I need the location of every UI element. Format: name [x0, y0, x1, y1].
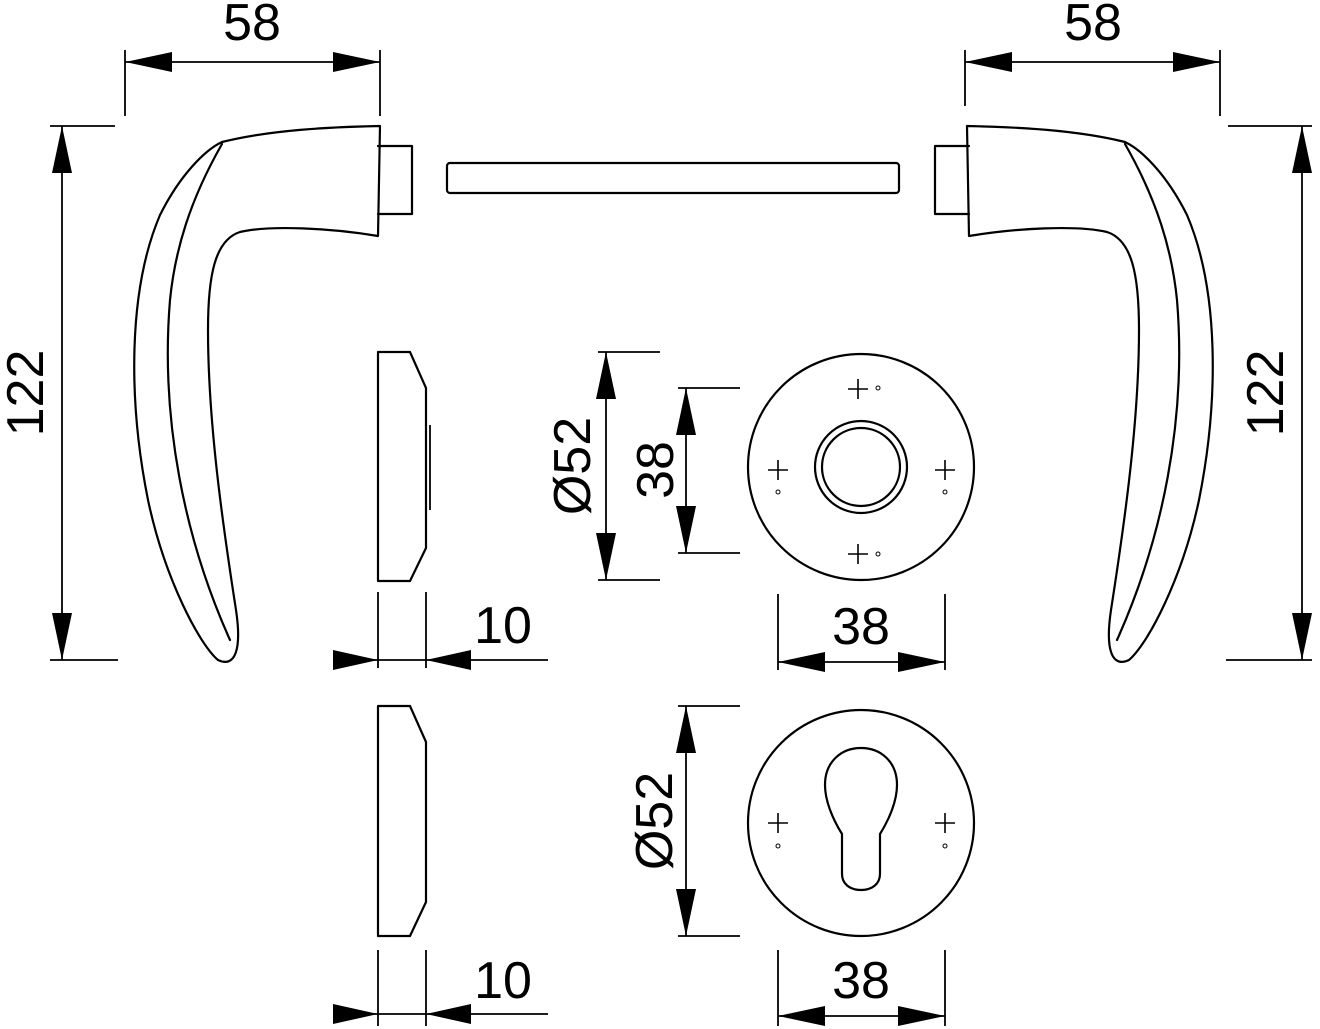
dim-rose-diameter: Ø52 [544, 351, 660, 581]
dim-escutcheon-thickness: 10 [333, 950, 548, 1026]
dim-rose-inner-height: 38 [627, 387, 740, 554]
dim-rose-thickness: 10 [333, 592, 548, 670]
escutcheon-front-view [746, 708, 976, 938]
rose-front-view [746, 352, 976, 582]
dim-label: Ø52 [544, 417, 602, 515]
dim-right-handle-height: 122 [1226, 125, 1312, 661]
screw-hole-right [935, 813, 955, 849]
screw-hole-left [768, 460, 788, 495]
rose-side-view [376, 350, 431, 583]
dim-label: 10 [474, 952, 532, 1010]
dim-escutcheon-width: 38 [777, 950, 946, 1026]
dim-escutcheon-diameter: Ø52 [626, 705, 740, 937]
spindle [445, 161, 901, 195]
dim-left-handle-width: 58 [124, 0, 381, 116]
dim-right-handle-width: 58 [964, 0, 1221, 116]
dim-label: 122 [1237, 350, 1295, 437]
dim-left-handle-height: 122 [0, 125, 118, 661]
screw-hole-left [768, 813, 788, 849]
dim-label: 10 [474, 597, 532, 655]
dim-label: 122 [0, 350, 55, 437]
screw-hole-bottom [848, 544, 881, 564]
left-lever-handle [133, 124, 414, 663]
dim-rose-width: 38 [777, 594, 946, 672]
dim-label: 38 [627, 441, 685, 499]
dim-label: 58 [223, 0, 281, 52]
right-lever-handle [933, 124, 1214, 663]
screw-hole-right [935, 460, 955, 495]
screw-hole-top [848, 379, 881, 399]
dim-label: 38 [832, 598, 890, 656]
dim-label: Ø52 [626, 772, 684, 870]
dim-label: 58 [1064, 0, 1122, 52]
dim-label: 38 [832, 952, 890, 1010]
escutcheon-side-view [376, 704, 428, 938]
